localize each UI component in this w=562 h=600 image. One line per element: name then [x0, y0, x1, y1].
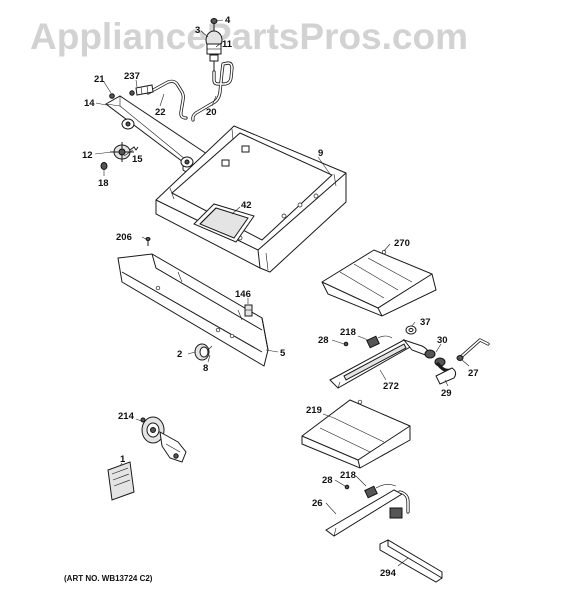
burner-window-part-42[interactable] — [193, 203, 255, 243]
screw-part-28-lower[interactable] — [344, 484, 350, 490]
callout-218-lower: 218 — [340, 470, 356, 481]
igniter-part-218-lower[interactable] — [364, 484, 397, 499]
callout-1: 1 — [120, 454, 126, 465]
tube-part-20[interactable] — [191, 61, 234, 122]
callout-8: 8 — [203, 363, 208, 374]
knob-part-18[interactable] — [100, 162, 108, 170]
screw-part-15[interactable] — [129, 146, 139, 151]
callout-270: 270 — [394, 238, 410, 249]
manifold-panel-part-5[interactable] — [117, 253, 269, 367]
callout-4: 4 — [225, 15, 231, 26]
callout-22: 22 — [155, 107, 166, 118]
tube-part-22[interactable] — [146, 79, 188, 120]
broil-burner-part-26[interactable] — [325, 489, 410, 537]
callout-26: 26 — [312, 498, 323, 509]
tube-part-27[interactable] — [456, 338, 490, 361]
screw-part-206[interactable] — [145, 237, 151, 247]
valve-assembly-part-214[interactable] — [140, 416, 187, 463]
bezel-part-8[interactable] — [207, 345, 213, 351]
orifice-part-37[interactable] — [405, 325, 417, 335]
leader-lines — [94, 19, 470, 567]
callout-11: 11 — [222, 39, 233, 50]
callout-219: 219 — [306, 405, 322, 416]
callout-9: 9 — [318, 148, 323, 159]
callout-18: 18 — [98, 178, 109, 189]
angle-bracket-part-294[interactable] — [379, 539, 443, 583]
callout-5: 5 — [280, 348, 286, 359]
knob-part-2[interactable] — [194, 343, 210, 361]
callout-294: 294 — [380, 568, 397, 579]
callout-146: 146 — [235, 289, 251, 300]
screw-part-21[interactable] — [109, 93, 115, 99]
burner-shield-part-219[interactable] — [301, 399, 411, 469]
callout-14: 14 — [84, 98, 95, 109]
callout-27: 27 — [468, 368, 479, 379]
callout-37: 37 — [420, 317, 431, 328]
burner-box-part-9[interactable] — [155, 125, 347, 273]
igniter-part-218-upper[interactable] — [366, 335, 393, 349]
burner-tube-part-272[interactable] — [329, 338, 429, 389]
callout-21: 21 — [94, 74, 105, 85]
screw-part-28-upper[interactable] — [343, 341, 349, 347]
clip-part-146[interactable] — [244, 304, 253, 317]
callout-42: 42 — [241, 200, 252, 211]
fittings-part-30[interactable] — [424, 349, 452, 372]
callout-28-upper: 28 — [318, 335, 329, 346]
owners-manual-part-1[interactable] — [107, 461, 135, 501]
callout-2: 2 — [177, 349, 182, 360]
valve-adapter-part-11[interactable] — [209, 54, 219, 72]
callout-214: 214 — [118, 411, 135, 422]
art-number: (ART NO. WB13724 C2) — [64, 574, 153, 583]
gas-valve-part-3[interactable] — [205, 18, 223, 55]
burner-shield-part-270[interactable] — [321, 249, 437, 317]
callout-218-upper: 218 — [340, 327, 356, 338]
callout-15: 15 — [132, 154, 143, 165]
watermark: AppliancePartsPros.com — [30, 16, 468, 57]
callout-3: 3 — [195, 25, 200, 36]
callout-29: 29 — [441, 388, 452, 399]
bracket-part-29[interactable] — [435, 367, 457, 385]
callout-labels: 4 3 11 21 237 14 22 20 9 12 15 18 42 206… — [82, 15, 479, 579]
callout-206: 206 — [116, 232, 132, 243]
callout-30: 30 — [437, 335, 448, 346]
callout-12: 12 — [82, 150, 93, 161]
callout-28-lower: 28 — [322, 475, 333, 486]
fitting-part-237[interactable] — [129, 84, 154, 96]
callout-20: 20 — [206, 107, 217, 118]
callout-237: 237 — [124, 71, 140, 82]
callout-272: 272 — [383, 381, 399, 392]
valve-part-12[interactable] — [110, 142, 134, 162]
